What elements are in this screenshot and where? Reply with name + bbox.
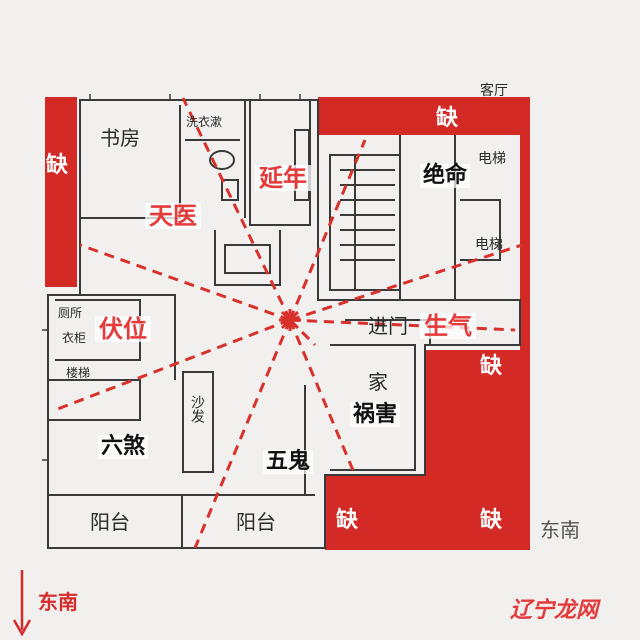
missing-label-left: 缺 (46, 153, 69, 178)
missing-label-bottom-right: 缺 (480, 508, 503, 533)
zone-label-fuwei: 伏位 (95, 316, 151, 342)
divider-line-8 (289, 318, 516, 332)
room-label-toilet: 厕所 (58, 306, 83, 320)
zone-label-tianyi: 天医 (145, 203, 201, 229)
room-label-balcony-1: 阳台 (90, 510, 130, 534)
zone-label-huohai: 祸害 (350, 403, 401, 427)
zone-label-liusha: 六煞 (98, 435, 149, 459)
missing-area-top-right (318, 97, 530, 135)
missing-label-top: 缺 (436, 106, 459, 131)
center-point (279, 309, 301, 331)
divider-line-1 (181, 97, 292, 321)
room-label-wardrobe: 衣柜 (62, 331, 87, 345)
divider-line-6 (193, 319, 292, 549)
missing-area-bottom (325, 475, 530, 550)
side-note-southeast: 东南 (540, 518, 580, 542)
room-label-study: 书房 (100, 126, 140, 150)
watermark-text: 辽宁龙网 (510, 598, 599, 623)
compass-arrow-head (12, 619, 32, 637)
divider-line-3 (289, 243, 523, 322)
compass-label: 东南 (38, 590, 78, 614)
missing-areas (45, 97, 530, 550)
dashed-divider-lines (54, 97, 523, 549)
divider-line-4 (79, 243, 291, 322)
room-label-entrance: 进门 (368, 314, 408, 338)
zone-label-wugui: 五鬼 (263, 450, 314, 474)
room-label-bathroom: 洗衣漱 (186, 115, 223, 129)
divider-line-2 (288, 139, 367, 321)
divider-line-7 (288, 319, 357, 476)
zone-label-jueming: 绝命 (420, 164, 471, 188)
zone-label-yannian: 延年 (255, 165, 311, 191)
room-label-stairs: 楼梯 (66, 366, 91, 380)
room-label-sofa: 沙发 (189, 395, 205, 423)
room-label-elevator-1: 电梯 (478, 151, 506, 167)
missing-area-right-strip (520, 97, 530, 357)
room-label-top-note: 客厅 (480, 83, 508, 99)
divider-line-5 (54, 318, 291, 412)
zone-label-shengqi: 生气 (420, 313, 476, 339)
room-label-elevator-2: 电梯 (475, 237, 503, 253)
pencil-walls (42, 94, 521, 549)
missing-label-bottom-left: 缺 (336, 508, 359, 533)
room-label-home: 家 (368, 370, 388, 394)
missing-label-right: 缺 (480, 354, 503, 379)
room-label-balcony-2: 阳台 (236, 510, 276, 534)
missing-area-left (45, 97, 77, 287)
